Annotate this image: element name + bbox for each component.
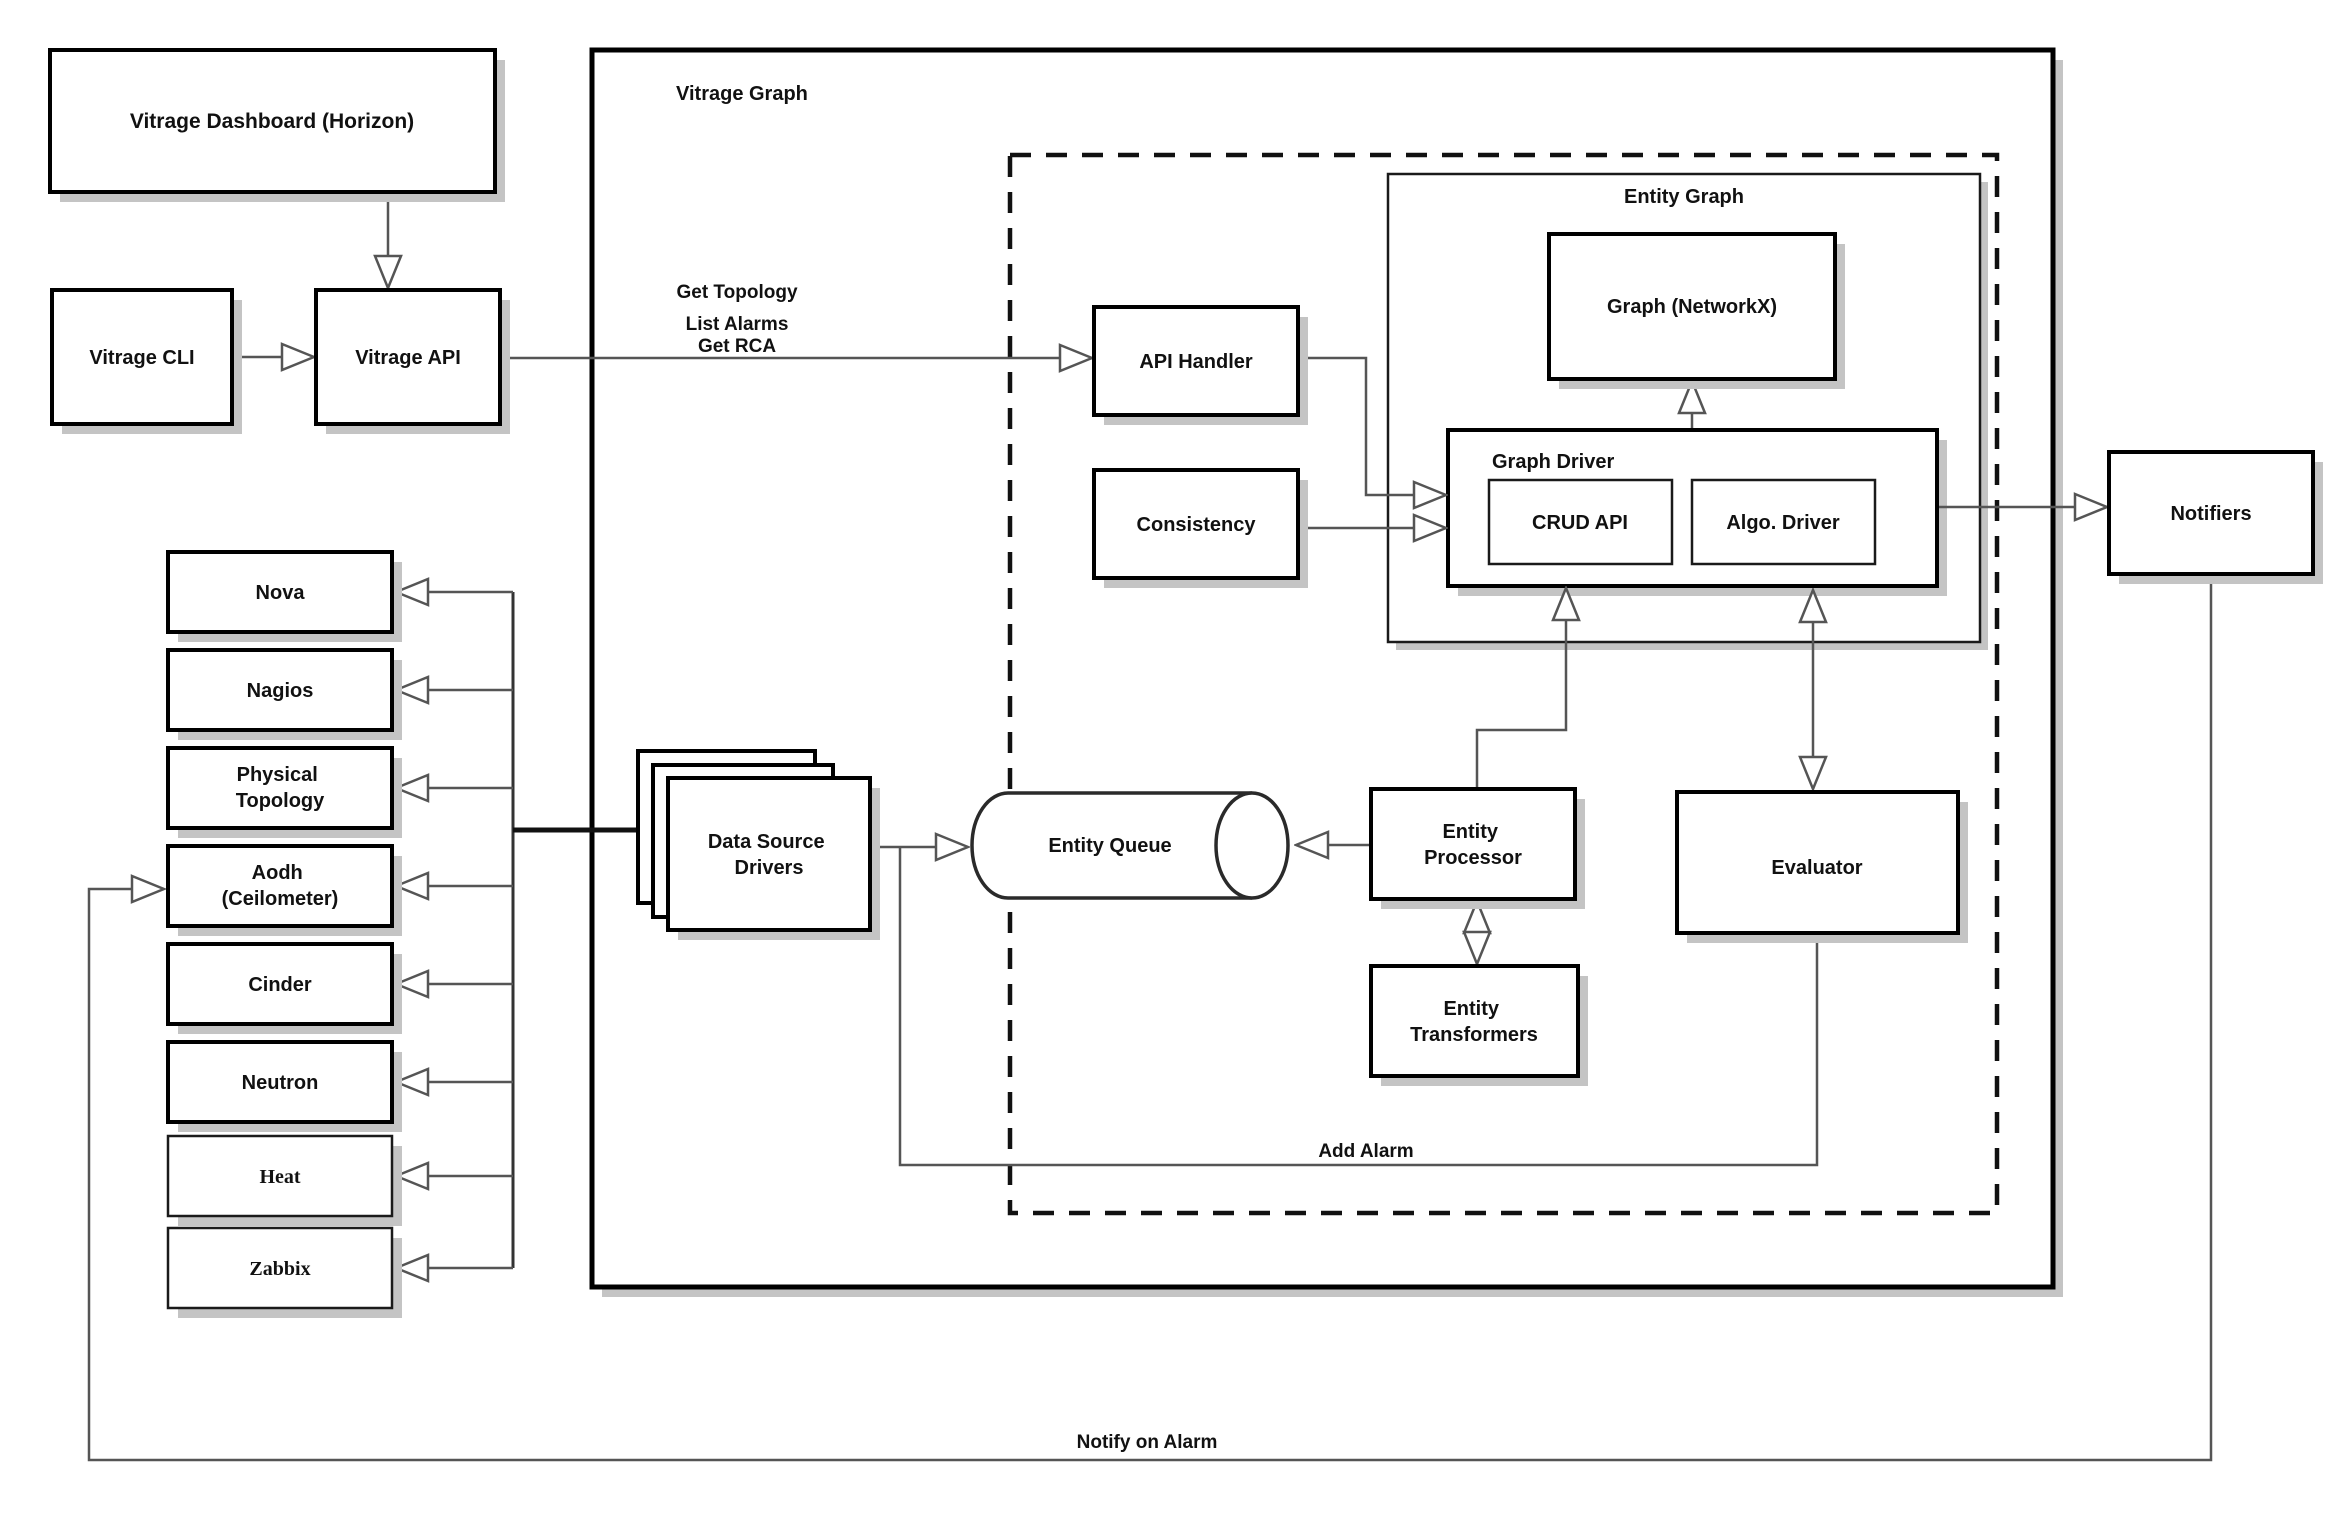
entity-processor-line2: Processor	[1424, 847, 1522, 869]
add-alarm-label: Add Alarm	[1318, 1141, 1413, 1162]
zabbix-label: Zabbix	[249, 1258, 310, 1280]
entity-processor-node	[1369, 787, 1577, 901]
entity-processor-line1: Entity	[1442, 821, 1498, 843]
get-rca-label: Get RCA	[698, 336, 776, 357]
drivers-label: Data Source Drivers	[708, 831, 830, 879]
cinder-node	[166, 942, 394, 1026]
nova-node	[166, 550, 394, 634]
api-handler-label: API Handler	[1139, 351, 1253, 373]
api-node	[314, 288, 502, 426]
dashboard-node	[48, 48, 497, 194]
algo-driver-node	[1690, 478, 1877, 566]
networkx-label: Graph (NetworkX)	[1607, 296, 1777, 318]
entity-transformers-line2: Transformers	[1410, 1024, 1538, 1046]
algo-driver-label: Algo. Driver	[1726, 512, 1840, 534]
drivers-line1: Data Source	[708, 831, 825, 853]
cli-label: Vitrage CLI	[89, 347, 194, 369]
dashboard-label: Vitrage Dashboard (Horizon)	[130, 110, 414, 133]
entity-transformers-line1: Entity	[1443, 998, 1499, 1020]
evaluator-node	[1675, 790, 1960, 935]
nova-label: Nova	[256, 582, 306, 604]
physical-topology-line1: Physical	[237, 764, 318, 786]
entity-processor-label: Entity Processor	[1424, 821, 1522, 869]
crud-api-label: CRUD API	[1532, 512, 1628, 534]
entity-graph-label: Entity Graph	[1624, 186, 1744, 208]
heat-node	[166, 1134, 394, 1218]
networkx-node	[1547, 232, 1837, 381]
neutron-label: Neutron	[242, 1072, 319, 1094]
nagios-label: Nagios	[247, 680, 314, 702]
physical-topology-line2: Topology	[236, 790, 325, 812]
entity-queue-label: Entity Queue	[1048, 835, 1171, 857]
cinder-label: Cinder	[248, 974, 312, 996]
dashed-boundary	[1007, 152, 2000, 1216]
api-label: Vitrage API	[355, 347, 461, 369]
notifiers-node	[2107, 450, 2315, 576]
list-alarms-label: List Alarms	[686, 314, 789, 335]
vitrage-graph-label: Vitrage Graph	[676, 83, 808, 105]
edge-entity-processor-to-graph-driver	[1475, 588, 1566, 787]
aodh-line2: (Ceilometer)	[222, 888, 339, 910]
consistency-node	[1092, 468, 1300, 580]
get-topology-label: Get Topology	[676, 282, 797, 303]
entity-transformers-label: Entity Transformers	[1410, 998, 1538, 1046]
cli-node	[50, 288, 234, 426]
drivers-node	[666, 776, 872, 932]
aodh-label: Aodh (Ceilometer)	[222, 862, 339, 910]
nagios-node	[166, 648, 394, 732]
edge-add-alarm	[898, 847, 1819, 1167]
graph-driver-label: Graph Driver	[1492, 451, 1614, 473]
api-handler-node	[1092, 305, 1300, 417]
heat-label: Heat	[259, 1166, 300, 1188]
evaluator-label: Evaluator	[1771, 857, 1862, 879]
physical-topology-label: Physical Topology	[236, 764, 325, 812]
notify-on-alarm-label: Notify on Alarm	[1077, 1432, 1218, 1453]
aodh-line1: Aodh	[252, 862, 303, 884]
neutron-node	[166, 1040, 394, 1124]
entity-transformers-node	[1369, 964, 1580, 1078]
entity-queue-body	[970, 791, 1252, 900]
notifiers-label: Notifiers	[2170, 503, 2251, 525]
drivers-line2: Drivers	[735, 857, 804, 879]
physical-topology-node	[166, 746, 394, 830]
entity-queue-cap	[1214, 791, 1290, 900]
edge-api-handler-to-graph-driver	[1300, 356, 1446, 495]
aodh-node	[166, 844, 394, 928]
zabbix-node	[166, 1226, 394, 1310]
crud-api-node	[1487, 478, 1674, 566]
edge-notify-on-alarm	[87, 576, 2213, 1462]
consistency-label: Consistency	[1137, 514, 1257, 536]
